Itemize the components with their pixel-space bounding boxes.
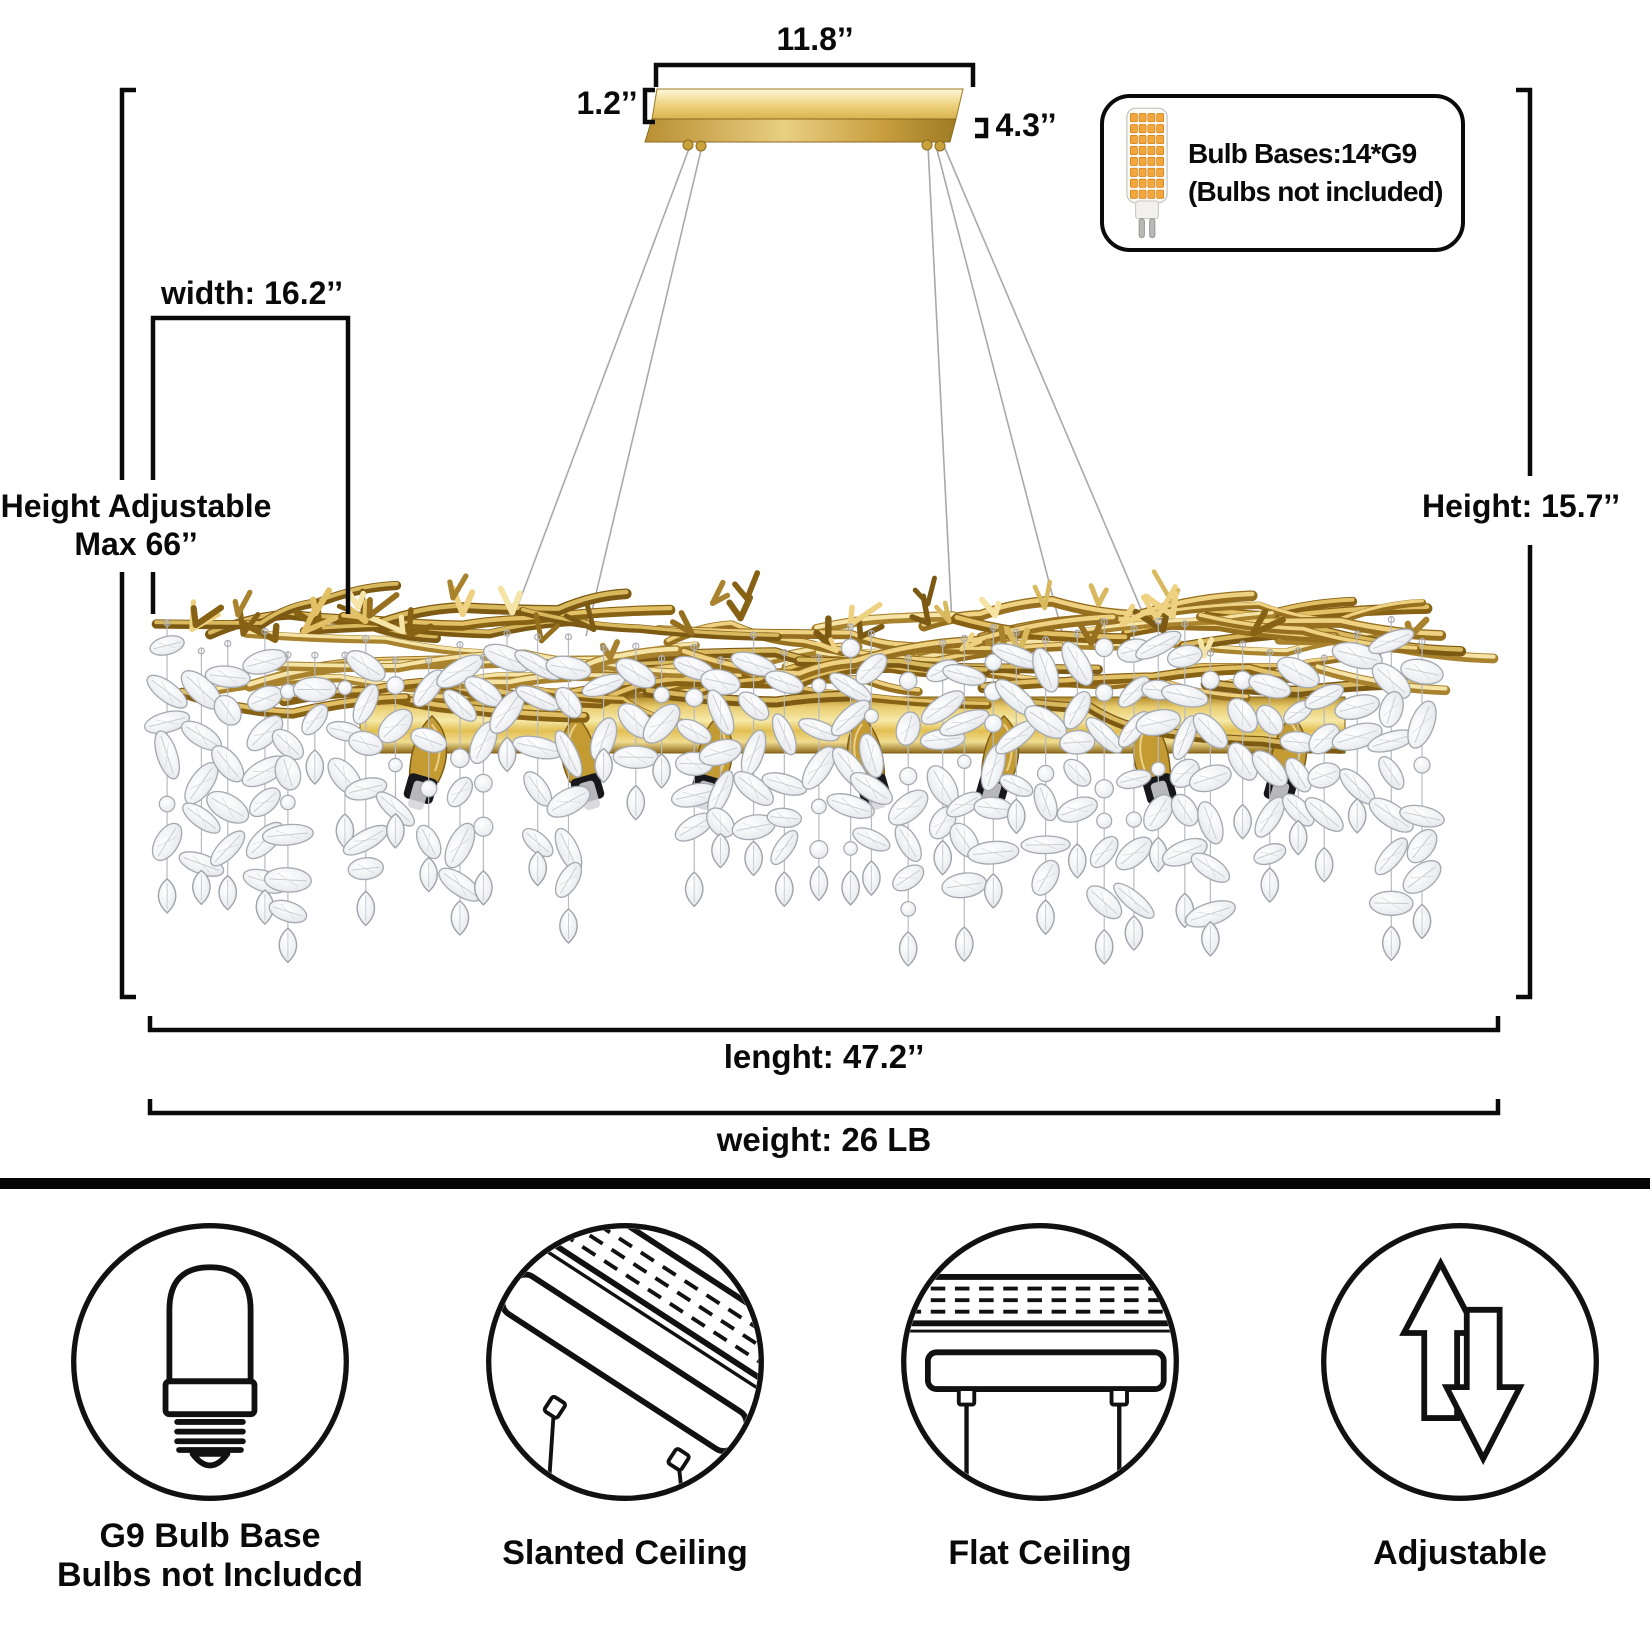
down-arrow (1441, 1306, 1525, 1466)
section-divider (0, 1178, 1650, 1189)
length-label: lenght: 47.2’’ (723, 1038, 925, 1075)
bulb-info-box: Bulb Bases:14*G9 (Bulbs not included) (1100, 94, 1465, 252)
g9-led-bulb-image (1126, 107, 1168, 239)
chandelier-illustration (144, 569, 1499, 967)
fixture-width-label: width: 16.2’’ (161, 275, 343, 311)
adjustable-label: Adjustable (1373, 1534, 1547, 1572)
dimension-lines (119, 62, 1533, 1116)
flat-ceiling-icon (901, 1223, 1179, 1501)
fixture-height-label: Height: 15.7’’ (1422, 488, 1620, 524)
canopy-depth-label: 4.3’’ (995, 107, 1057, 143)
weight-label: weight: 26 LB (716, 1121, 932, 1158)
g9-bulb-label-line1: G9 Bulb Base (99, 1517, 321, 1555)
slanted-ceiling-icon (486, 1223, 764, 1501)
g9-bulb-label-line2: Bulbs not Includcd (57, 1556, 363, 1594)
adjustable-icon (1321, 1223, 1599, 1501)
canopy-width-label: 11.8’’ (776, 21, 854, 57)
ceiling-canopy (644, 88, 964, 152)
canopy-height-label: 1.2’’ (576, 85, 638, 121)
dimension-diagram-canvas (119, 62, 1533, 1116)
g9-bulb-icon (71, 1223, 349, 1501)
slanted-ceiling-label: Slanted Ceiling (502, 1534, 748, 1572)
height-adjustable-label-line2: Max 66’’ (74, 526, 198, 562)
bulb-box-line2: (Bulbs not included) (1188, 176, 1443, 207)
bulb-box-line1: Bulb Bases:14*G9 (1188, 138, 1417, 169)
suspension-wires (507, 145, 1151, 637)
flat-ceiling-label: Flat Ceiling (948, 1534, 1132, 1572)
height-adjustable-label-line1: Height Adjustable (0, 488, 272, 524)
